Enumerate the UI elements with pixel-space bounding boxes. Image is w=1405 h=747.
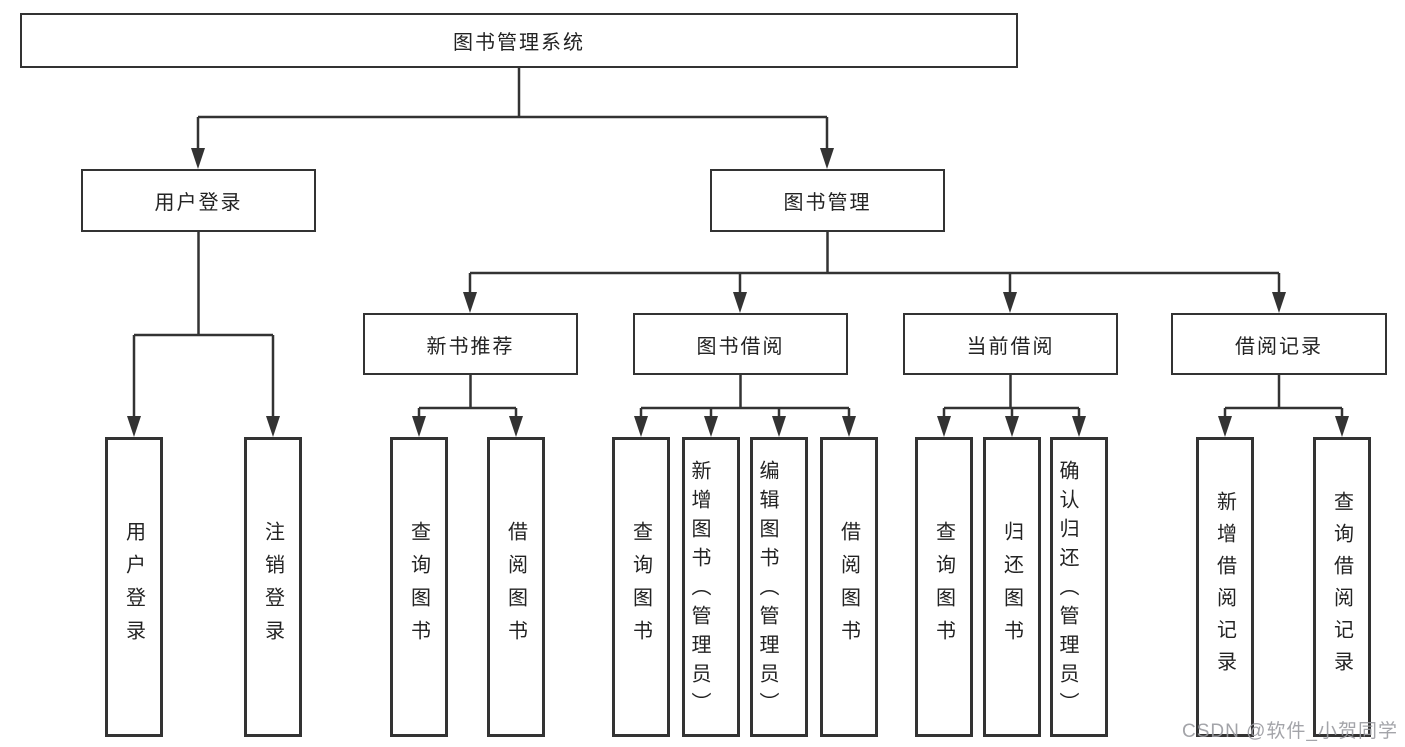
node-label: 借阅图书	[837, 521, 860, 653]
node-user-login: 用户登录	[81, 169, 316, 232]
connector-currentborrow-to-children	[942, 375, 1081, 420]
leaf-edit-book-admin: 编辑图书（管理员）	[750, 437, 808, 737]
arrow-icon	[1272, 292, 1286, 313]
arrow-icon	[1005, 416, 1019, 437]
node-library-system: 图书管理系统	[20, 13, 1018, 68]
leaf-query-books-current: 查询图书	[915, 437, 973, 737]
connector-bookborrow-to-children	[639, 375, 851, 420]
node-current-borrowing: 当前借阅	[903, 313, 1118, 375]
node-book-borrowing: 图书借阅	[633, 313, 848, 375]
arrow-icon	[266, 416, 280, 437]
node-label: 归还图书	[1000, 521, 1023, 653]
arrow-icon	[820, 148, 834, 169]
node-label: 注销登录	[261, 521, 284, 653]
leaf-confirm-return-admin: 确认归还（管理员）	[1050, 437, 1108, 737]
arrow-icon	[1218, 416, 1232, 437]
node-borrowing-records: 借阅记录	[1171, 313, 1387, 375]
connector-bookmgmt-to-level3	[468, 232, 1281, 296]
connector-userlogin-to-children	[132, 232, 275, 420]
node-label: 查询借阅记录	[1330, 491, 1353, 683]
node-label: 查询图书	[407, 521, 430, 653]
arrow-icon	[463, 292, 477, 313]
node-new-book-recommend: 新书推荐	[363, 313, 578, 375]
leaf-add-book-admin: 新增图书（管理员）	[682, 437, 740, 737]
node-label: 查询图书	[932, 521, 955, 653]
arrow-icon	[1335, 416, 1349, 437]
arrow-icon	[191, 148, 205, 169]
leaf-add-borrow-record: 新增借阅记录	[1196, 437, 1254, 737]
leaf-logout: 注销登录	[244, 437, 302, 737]
leaf-return-books: 归还图书	[983, 437, 1041, 737]
arrow-icon	[842, 416, 856, 437]
node-label: 新增图书（管理员）	[688, 459, 710, 721]
leaf-user-login: 用户登录	[105, 437, 163, 737]
node-label: 图书管理系统	[453, 32, 585, 54]
arrow-icon	[127, 416, 141, 437]
arrow-icon	[1072, 416, 1086, 437]
node-label: 图书管理	[783, 192, 872, 214]
arrow-icon	[634, 416, 648, 437]
arrow-icon	[704, 416, 718, 437]
node-label: 借阅图书	[504, 521, 527, 653]
node-label: 当前借阅	[966, 335, 1055, 358]
node-label: 图书借阅	[696, 335, 785, 358]
leaf-query-books-borrow: 查询图书	[612, 437, 670, 737]
arrow-icon	[509, 416, 523, 437]
node-label: 借阅记录	[1235, 335, 1323, 358]
connector-newbook-to-children	[417, 375, 518, 420]
leaf-query-borrow-record: 查询借阅记录	[1313, 437, 1371, 737]
node-label: 用户登录	[122, 521, 145, 653]
arrow-icon	[772, 416, 786, 437]
node-label: 新书推荐	[426, 335, 515, 358]
arrow-icon	[412, 416, 426, 437]
node-label: 用户登录	[154, 192, 243, 214]
node-label: 查询图书	[629, 521, 652, 653]
connector-borrowrecord-to-children	[1223, 375, 1344, 420]
node-label: 编辑图书（管理员）	[756, 459, 778, 721]
node-book-management: 图书管理	[710, 169, 945, 232]
arrow-icon	[937, 416, 951, 437]
node-label: 确认归还（管理员）	[1056, 459, 1078, 721]
watermark: CSDN @软件_小贺同学	[1182, 721, 1398, 742]
leaf-query-books-recommend: 查询图书	[390, 437, 448, 737]
leaf-borrow-books: 借阅图书	[820, 437, 878, 737]
leaf-borrow-books-recommend: 借阅图书	[487, 437, 545, 737]
node-label: 新增借阅记录	[1213, 491, 1236, 683]
arrow-icon	[733, 292, 747, 313]
arrow-icon	[1003, 292, 1017, 313]
arrowheads	[127, 148, 1349, 437]
connector-root-to-level2	[196, 68, 829, 152]
